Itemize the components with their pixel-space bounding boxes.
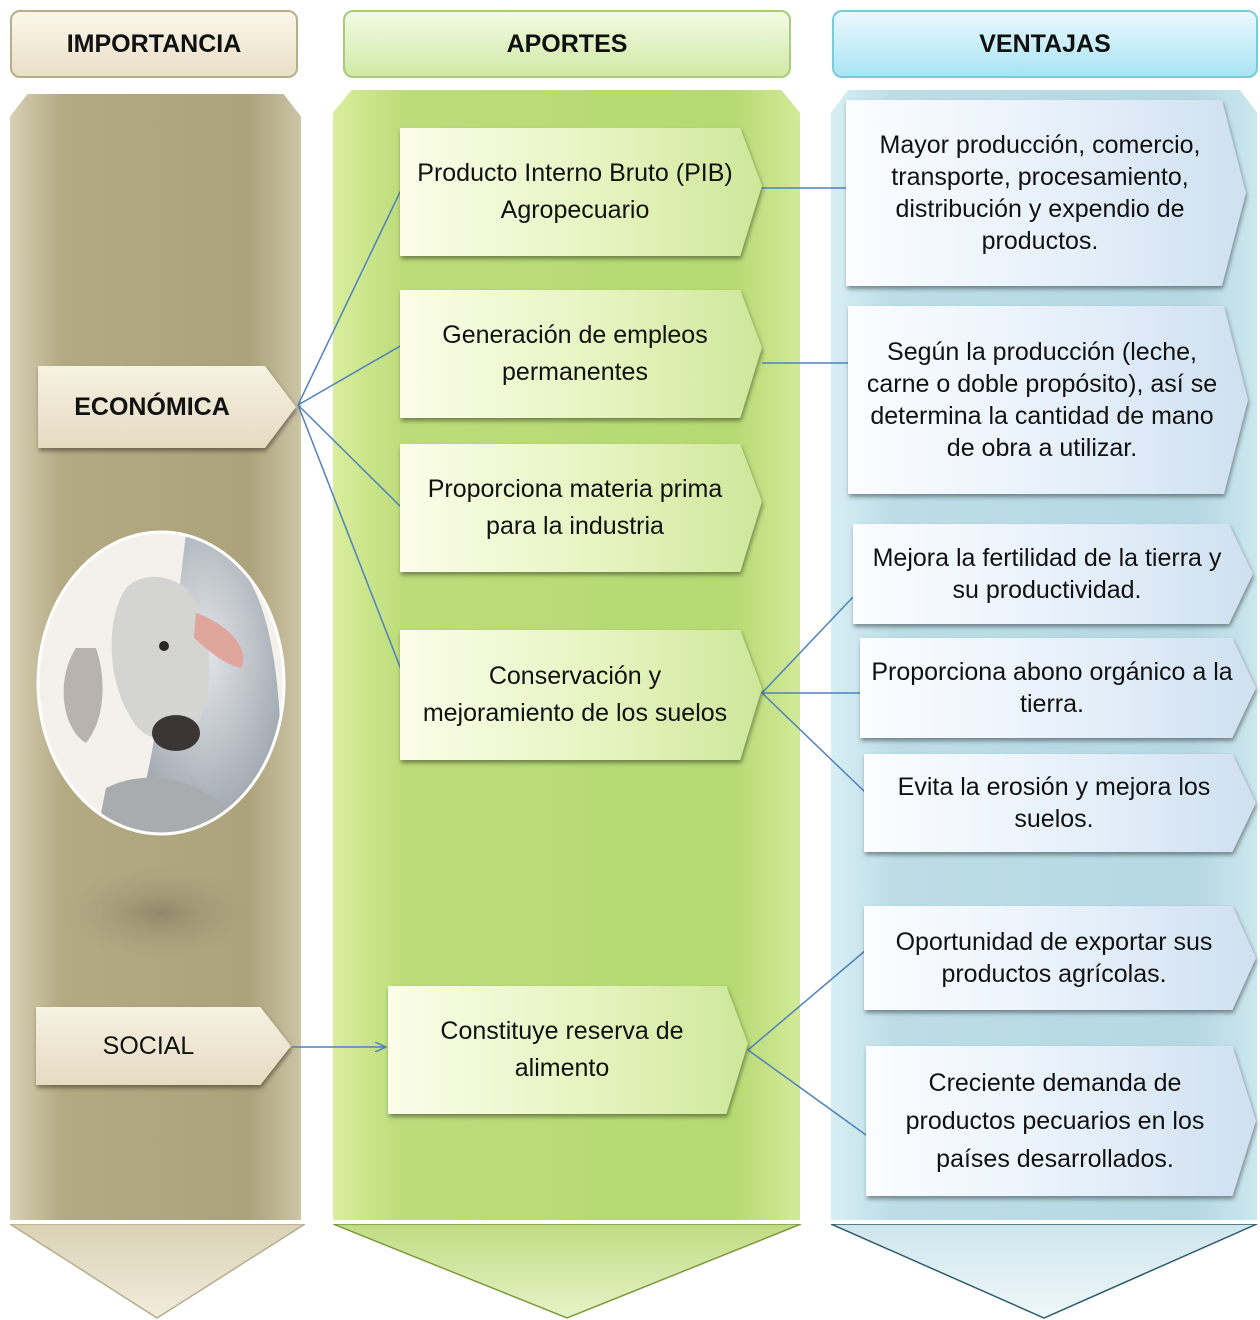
header-importancia: IMPORTANCIA [10,10,298,78]
aporte-materia-text: Proporciona materia prima para la indust… [427,475,723,540]
social-label: SOCIAL [102,1031,195,1060]
aporte-materia-prima: Proporciona materia prima para la indust… [400,444,762,572]
cow-photo [36,530,286,963]
chevron-down-icon-aportes [333,1224,802,1319]
aporte-empleos: Generación de empleos permanentes [400,290,762,418]
aporte-empleos-text: Generación de empleos permanentes [442,321,708,386]
chevron-down-icon-ventajas [831,1224,1258,1319]
header-ventajas: VENTAJAS [832,10,1258,78]
aporte-reserva-text: Constituye reserva de alimento [440,1017,684,1082]
economica-label: ECONÓMICA [74,392,230,421]
ventaja-abono: Proporciona abono orgánico a la tierra. [860,638,1256,738]
ventaja-fertilidad: Mejora la fertilidad de la tierra y su p… [853,524,1253,624]
ventaja-produccion-text: Mayor producción, comercio, transporte, … [879,131,1201,255]
ventaja-fertilidad-text: Mejora la fertilidad de la tierra y su p… [872,544,1222,604]
ventaja-segun-produccion: Según la producción (leche, carne o dobl… [848,306,1248,494]
ventaja-exportar: Oportunidad de exportar sus productos ag… [864,906,1256,1010]
ventaja-demanda: Creciente demanda de productos pecuarios… [866,1046,1256,1196]
ventaja-exportar-text: Oportunidad de exportar sus productos ag… [895,928,1213,988]
ventaja-produccion: Mayor producción, comercio, transporte, … [846,100,1246,286]
ventaja-demanda-text: Creciente demanda de productos pecuarios… [905,1069,1205,1173]
aporte-pib-text: Producto Interno Bruto (PIB) Agropecuari… [417,159,733,224]
ventaja-segun-text: Según la producción (leche, carne o dobl… [866,338,1218,462]
chevron-down-icon-importancia [10,1224,305,1319]
ventaja-erosion: Evita la erosión y mejora los suelos. [864,754,1256,852]
importancia-social: SOCIAL [36,1007,291,1085]
aporte-suelos: Conservación y mejoramiento de los suelo… [400,630,762,760]
ventaja-abono-text: Proporciona abono orgánico a la tierra. [871,658,1233,718]
header-aportes: APORTES [343,10,791,78]
aporte-suelos-text: Conservación y mejoramiento de los suelo… [422,662,728,727]
aporte-pib: Producto Interno Bruto (PIB) Agropecuari… [400,128,762,256]
ventaja-erosion-text: Evita la erosión y mejora los suelos. [897,773,1211,833]
aporte-reserva: Constituye reserva de alimento [388,986,748,1114]
importancia-economica: ECONÓMICA [38,366,296,448]
